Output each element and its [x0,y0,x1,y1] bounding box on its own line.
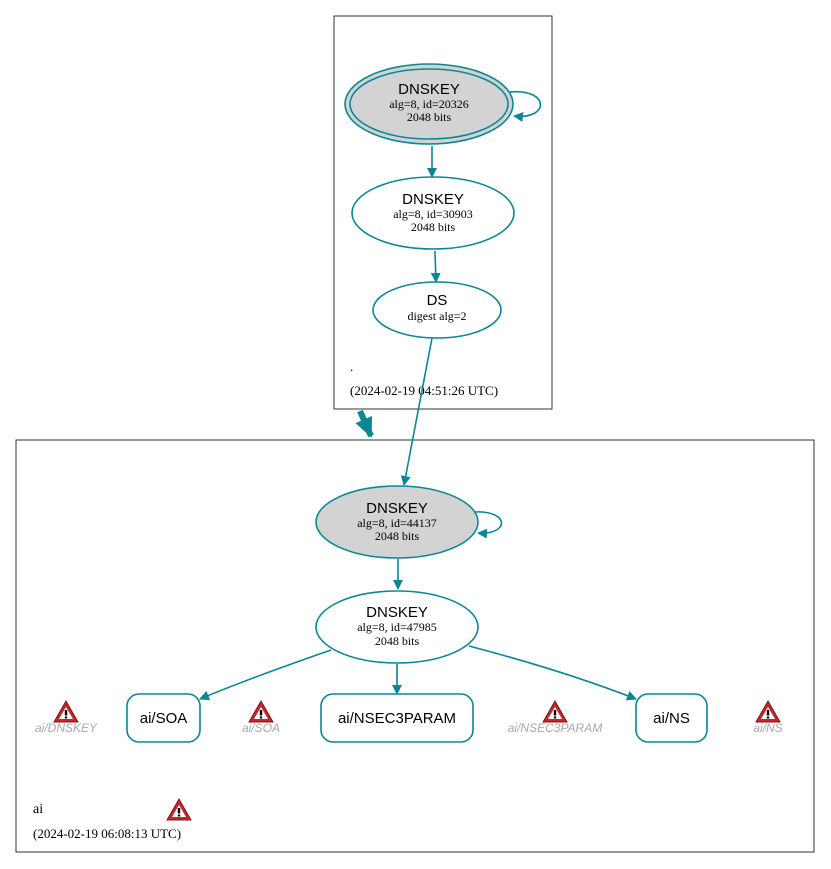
soa-label: ai/SOA [140,710,188,727]
ai-ksk-id: alg=8, id=44137 [357,516,437,530]
ns-label: ai/NS [653,710,690,727]
ai-zone-box [15,439,815,853]
root-ksk-node: DNSKEY alg=8, id=20326 2048 bits [344,63,514,145]
soa-node: ai/SOA [126,693,201,743]
warning-triangle-icon [248,700,274,723]
edge-ai-zsk-to-ns [468,645,637,701]
root-ksk-title: DNSKEY [398,81,460,98]
delegation-edge [355,409,374,438]
root-ksk-id: alg=8, id=20326 [389,97,469,111]
root-zone-name: . [350,359,353,374]
ds-node: DS digest alg=2 [372,281,502,339]
root-zsk-bits: 2048 bits [411,220,456,234]
edge-ds-to-ai-ksk [400,337,433,486]
warning-ai-nsec3param-label: ai/NSEC3PARAM [508,721,602,735]
warning-triangle-icon [166,798,192,821]
root-ksk-bits: 2048 bits [407,110,452,124]
ai-zone-timestamp: (2024-02-19 06:08:13 UTC) [33,826,181,841]
warning-triangle-icon [53,700,79,723]
ns-node: ai/NS [635,693,708,743]
warning-triangle-icon [755,700,781,723]
root-zsk-title: DNSKEY [402,191,464,208]
root-zone-timestamp: (2024-02-19 04:51:26 UTC) [350,383,498,398]
ai-zsk-node: DNSKEY alg=8, id=47985 2048 bits [315,590,479,664]
warning-ai-ns: ai/NS [753,700,783,735]
warning-ai-dnskey-label: ai/DNSKEY [35,721,98,735]
ai-zsk-id: alg=8, id=47985 [357,620,437,634]
warning-ai-soa-label: ai/SOA [242,721,280,735]
root-zsk-id: alg=8, id=30903 [393,207,473,221]
edge-root-zsk-to-ds [430,250,441,283]
ai-zone-name: ai [33,802,43,817]
nsec3param-label: ai/NSEC3PARAM [338,710,456,727]
root-zone-box [333,15,553,410]
ai-zsk-title: DNSKEY [366,604,428,621]
ai-ksk-self-edge [473,511,503,539]
ai-ksk-title: DNSKEY [366,500,428,517]
warning-triangle-icon [542,700,568,723]
nsec3param-node: ai/NSEC3PARAM [320,693,474,743]
ds-digest: digest alg=2 [407,309,466,323]
warning-ai-dnskey: ai/DNSKEY [35,700,98,735]
edge-ai-zsk-to-soa [199,649,332,701]
ai-zsk-bits: 2048 bits [375,634,420,648]
ai-ksk-node: DNSKEY alg=8, id=44137 2048 bits [315,485,479,559]
ai-ksk-bits: 2048 bits [375,529,420,543]
warning-ai-soa: ai/SOA [242,700,280,735]
warning-ai-nsec3param: ai/NSEC3PARAM [508,700,602,735]
root-zsk-node: DNSKEY alg=8, id=30903 2048 bits [351,176,515,250]
root-ksk-self-edge [508,90,542,122]
ds-title: DS [427,292,448,309]
warning-ai-ns-label: ai/NS [753,721,782,735]
